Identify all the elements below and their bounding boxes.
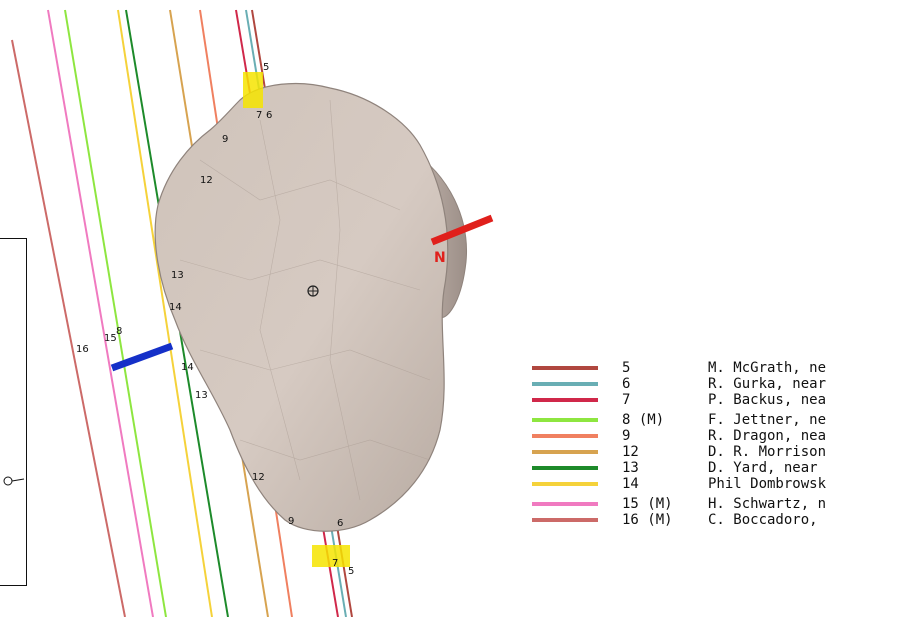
- highlight-box-bottom: [312, 545, 350, 567]
- chord-line-8: [64, 9, 167, 617]
- legend-number: 15 (M): [622, 496, 673, 512]
- chord-label-8: 8: [116, 326, 122, 337]
- motion-arrow: [110, 342, 174, 372]
- asteroid-shape: [154, 82, 468, 532]
- chord-label-14-low: 14: [181, 362, 194, 373]
- legend-number: 7: [622, 392, 631, 408]
- chord-label-16: 16: [76, 344, 89, 355]
- legend-row: 9 R. Dragon, nea: [518, 428, 919, 444]
- chord-labels: 5 7 6 9 12 13 14 15 8 16 14 13 12 9 6 7 …: [76, 62, 354, 577]
- legend-number: 14: [622, 476, 639, 492]
- chord-label-14-mid: 14: [169, 302, 182, 313]
- chord-label-12-top: 12: [200, 175, 213, 186]
- chord-line-15: [47, 9, 154, 617]
- chord-label-9-top: 9: [222, 134, 228, 145]
- chord-label-5-bot: 5: [348, 566, 354, 577]
- legend-row: 12 D. R. Morrison: [518, 444, 919, 460]
- legend-swatch: [532, 450, 598, 454]
- left-frame: [0, 238, 27, 586]
- legend-row: 8 (M) F. Jettner, ne: [518, 412, 919, 428]
- legend-observer: H. Schwartz, n: [708, 496, 827, 512]
- legend-swatch: [532, 466, 598, 470]
- chord-label-6-bot: 6: [337, 518, 343, 529]
- legend-number: 5: [622, 360, 631, 376]
- legend-row: 7 P. Backus, nea: [518, 392, 919, 408]
- chord-label-12-bot: 12: [252, 472, 265, 483]
- legend-observer: R. Dragon, nea: [708, 428, 827, 444]
- legend-number: 8 (M): [622, 412, 665, 428]
- legend-observer: D. R. Morrison: [708, 444, 827, 460]
- legend-swatch: [532, 502, 598, 506]
- chord-label-7-bot: 7: [332, 558, 338, 569]
- legend-row: 15 (M) H. Schwartz, n: [518, 496, 919, 512]
- chord-label-9-bot: 9: [288, 516, 294, 527]
- highlight-box-top: [243, 72, 263, 108]
- legend-observer: D. Yard, near: [708, 460, 818, 476]
- legend-number: 12: [622, 444, 639, 460]
- legend-swatch: [532, 366, 598, 370]
- legend-swatch: [532, 434, 598, 438]
- left-frame-marker: [3, 476, 25, 486]
- legend-swatch: [532, 398, 598, 402]
- north-arrow: N: [430, 214, 494, 266]
- legend-row: 5 M. McGrath, ne: [518, 360, 919, 376]
- legend-number: 6: [622, 376, 631, 392]
- legend-number: 16 (M): [622, 512, 673, 528]
- legend-number: 9: [622, 428, 631, 444]
- legend: 5 M. McGrath, ne 6 R. Gurka, near 7 P. Backus…: [518, 350, 919, 590]
- legend-row: 14 Phil Dombrowsk: [518, 476, 919, 492]
- legend-observer: C. Boccadoro,: [708, 512, 818, 528]
- north-label: N: [434, 250, 446, 266]
- chord-label-13-low: 13: [195, 390, 208, 401]
- legend-swatch: [532, 418, 598, 422]
- legend-observer: Phil Dombrowsk: [708, 476, 827, 492]
- legend-observer: P. Backus, nea: [708, 392, 827, 408]
- legend-swatch: [532, 518, 598, 522]
- legend-row: 16 (M) C. Boccadoro,: [518, 512, 919, 528]
- legend-row: 13 D. Yard, near: [518, 460, 919, 476]
- chord-label-13-mid: 13: [171, 270, 184, 281]
- chord-label-15: 15: [104, 333, 117, 344]
- legend-observer: R. Gurka, near: [708, 376, 827, 392]
- chord-label-6-top: 6: [266, 110, 272, 121]
- chord-label-5-top: 5: [263, 62, 269, 73]
- chord-line-16: [11, 39, 126, 617]
- legend-observer: F. Jettner, ne: [708, 412, 827, 428]
- legend-observer: M. McGrath, ne: [708, 360, 827, 376]
- center-marker: [307, 285, 319, 297]
- chord-line-14: [117, 9, 213, 617]
- legend-row: 6 R. Gurka, near: [518, 376, 919, 392]
- legend-swatch: [532, 382, 598, 386]
- chord-label-7-top: 7: [256, 110, 262, 121]
- legend-swatch: [532, 482, 598, 486]
- legend-number: 13: [622, 460, 639, 476]
